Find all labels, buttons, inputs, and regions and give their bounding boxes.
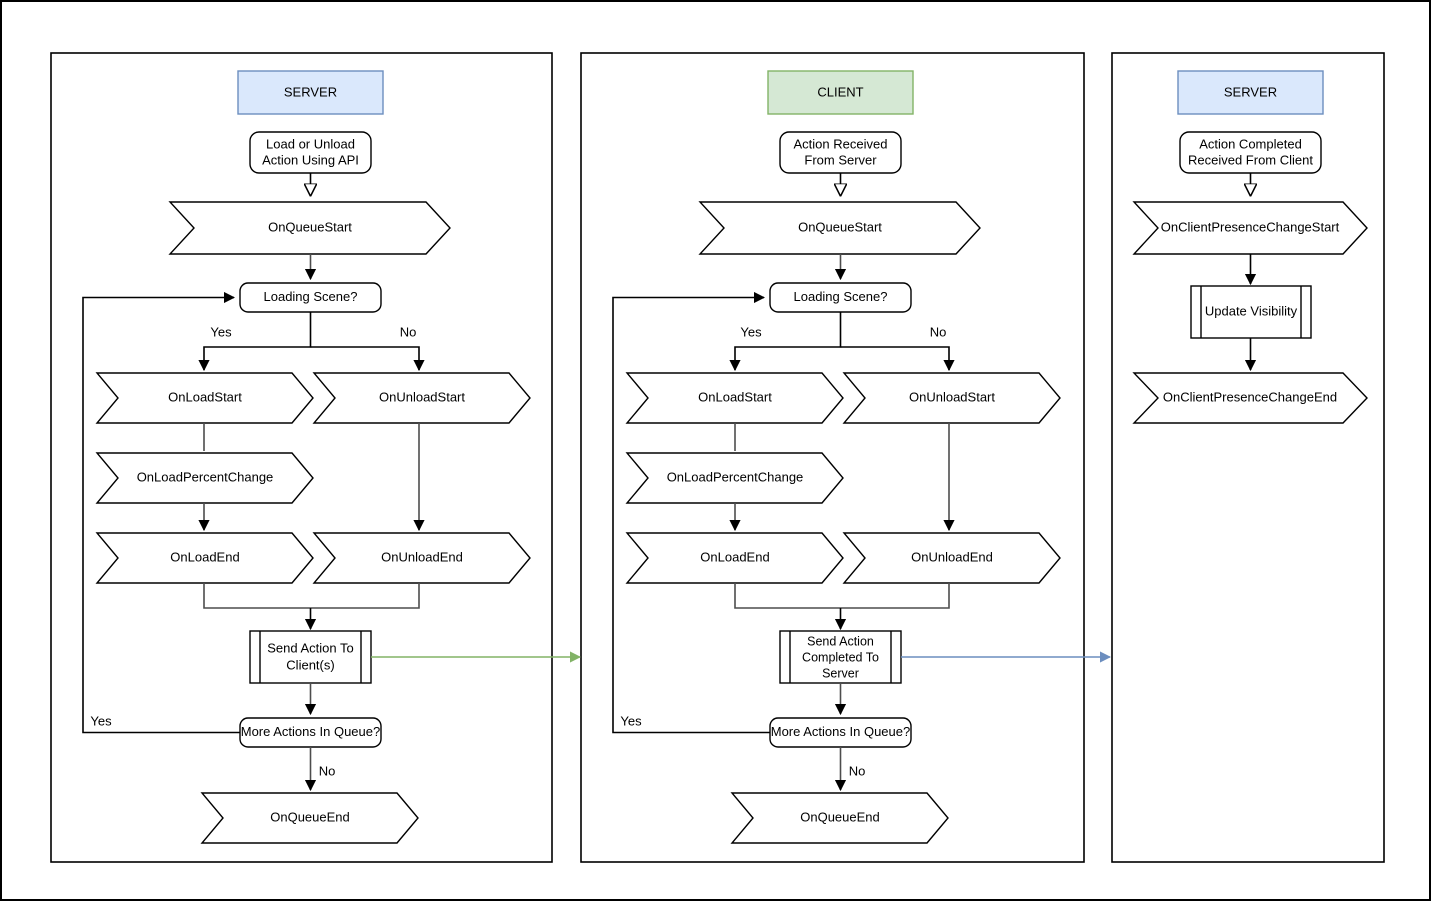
node-onloadpercentchange-left-label: OnLoadPercentChange [137,469,274,484]
node-onloadpercentchange-left[interactable] [95,452,314,504]
node-send-action-to-clients-bars [259,631,362,683]
node-onqueueend-left-label: OnQueueEnd [270,809,350,824]
edge-label-no-loading-client: No [930,324,947,339]
node-onqueueend-client[interactable] [730,792,949,844]
node-onqueueend-client-label: OnQueueEnd [800,809,880,824]
node-onunloadend-left[interactable] [312,532,531,584]
edge-loading-no-left [310,346,425,372]
node-load-or-unload-action-line1: Load or Unload [266,136,355,151]
lane-header-client [767,70,914,115]
node-onclientpresencechangeend-label: OnClientPresenceChangeEnd [1163,389,1337,404]
lane-header-server-left [237,70,384,115]
node-onunloadstart-client-label: OnUnloadStart [909,389,995,404]
node-onloadpercentchange-client[interactable] [625,452,844,504]
node-send-action-completed-line1: Send Action [807,634,874,648]
edge-loading-yes-left [198,312,312,372]
node-onqueuestart-client-label: OnQueueStart [798,219,882,234]
node-onclientpresencechangestart-label: OnClientPresenceChangeStart [1161,219,1340,234]
node-load-or-unload-action-line2: Action Using API [262,152,359,167]
node-onloadend-left[interactable] [95,532,314,584]
node-onqueueend-left[interactable] [200,792,419,844]
lane-header-server-right [1177,70,1324,115]
node-send-action-completed-line2: Completed To [802,650,879,664]
lane-header-label-client: CLIENT [817,84,863,99]
node-action-completed-received-line1: Action Completed [1199,136,1302,151]
node-send-action-completed-to-server[interactable] [779,630,902,684]
edge-loading-yes-client [729,312,842,372]
edge-label-no-loading-left: No [400,324,417,339]
node-onclientpresencechangeend[interactable] [1132,372,1368,424]
node-onunloadstart-left-label: OnUnloadStart [379,389,465,404]
node-onclientpresencechangestart[interactable] [1132,201,1368,255]
node-onloadpercentchange-client-label: OnLoadPercentChange [667,469,804,484]
node-onunloadstart-left[interactable] [312,372,531,424]
node-update-visibility[interactable] [1190,285,1312,339]
node-onloadend-left-label: OnLoadEnd [170,549,239,564]
edge-label-yes-loading-client: Yes [740,324,762,339]
node-onloadstart-client-label: OnLoadStart [698,389,772,404]
node-send-action-to-clients-line1: Send Action To [267,640,354,655]
node-onloadstart-left[interactable] [95,372,314,424]
node-action-received-line2: From Server [804,152,877,167]
node-onloadstart-left-label: OnLoadStart [168,389,242,404]
node-loading-scene-client-label: Loading Scene? [794,289,888,304]
node-onunloadstart-client[interactable] [842,372,1061,424]
lane-panel-server-right [1111,52,1385,863]
node-onloadstart-client[interactable] [625,372,844,424]
node-onunloadend-client[interactable] [842,532,1061,584]
node-onloadend-client[interactable] [625,532,844,584]
edge-loop-yes-client [612,291,770,734]
node-onqueuestart-left[interactable] [168,201,451,255]
node-action-completed-received-line2: Received From Client [1188,152,1313,167]
node-onqueuestart-client[interactable] [698,201,981,255]
edge-label-yes-loading-left: Yes [210,324,232,339]
edge-label-loop-yes-left: Yes [90,713,112,728]
lane-header-label-server-right: SERVER [1224,84,1277,99]
node-more-actions-client-label: More Actions In Queue? [771,724,910,739]
edge-label-exit-no-client: No [849,763,866,778]
node-onloadend-client-label: OnLoadEnd [700,549,769,564]
node-action-received-line1: Action Received [794,136,888,151]
node-update-visibility-label: Update Visibility [1205,303,1298,318]
edge-loading-no-client [840,346,955,372]
edge-loop-yes-left [82,291,240,734]
node-onunloadend-left-label: OnUnloadEnd [381,549,463,564]
node-update-visibility-bars [1200,286,1302,338]
node-send-action-to-clients-line2: Client(s) [286,657,334,672]
node-onqueuestart-left-label: OnQueueStart [268,219,352,234]
node-send-action-completed-bars [789,631,892,683]
edge-merge-ends-left [203,583,420,609]
node-onunloadend-client-label: OnUnloadEnd [911,549,993,564]
lane-header-label-server-left: SERVER [284,84,337,99]
node-loading-scene-left-label: Loading Scene? [264,289,358,304]
edge-label-exit-no-left: No [319,763,336,778]
node-send-action-completed-line3: Server [822,666,859,680]
edge-merge-ends-client [734,583,950,609]
edge-label-loop-yes-client: Yes [620,713,642,728]
node-more-actions-left-label: More Actions In Queue? [241,724,380,739]
